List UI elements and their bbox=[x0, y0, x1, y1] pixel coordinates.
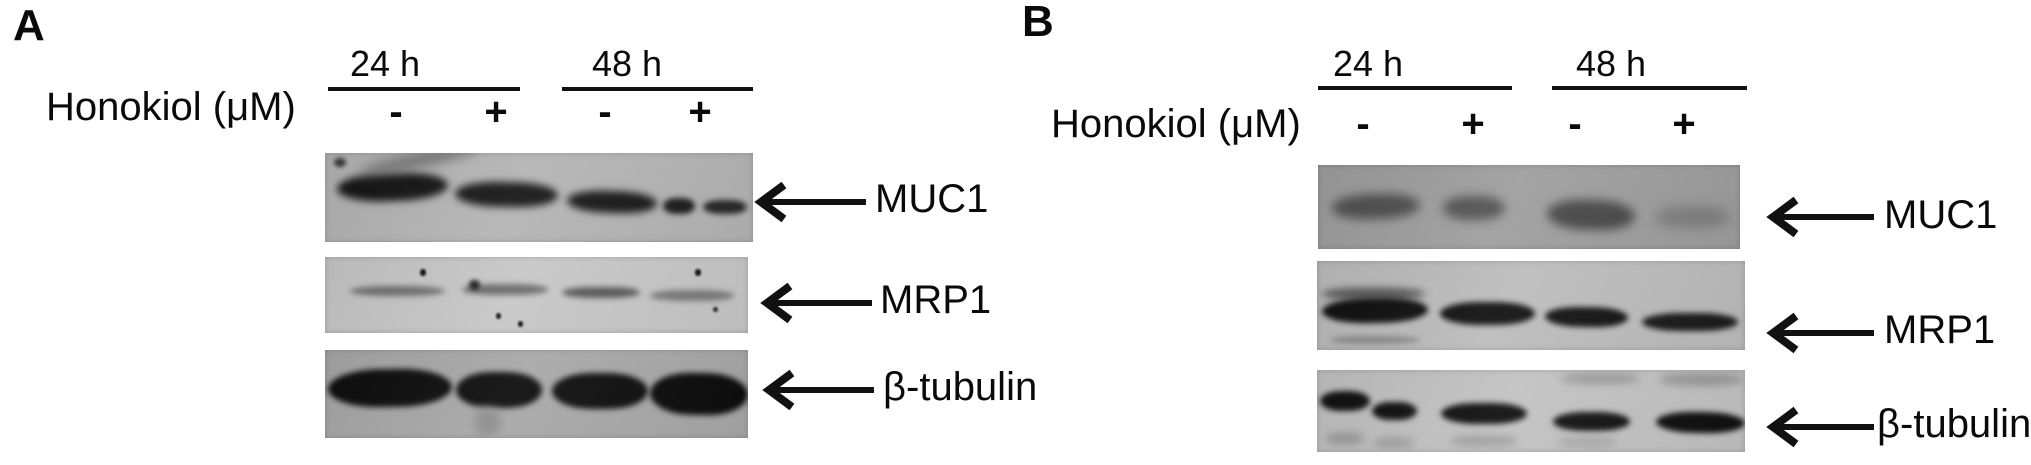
protein-band bbox=[517, 320, 524, 327]
dose-sign-a-lane3: - bbox=[598, 90, 612, 134]
protein-band bbox=[1556, 437, 1617, 448]
protein-band bbox=[454, 181, 559, 209]
blot-b-mrp1 bbox=[1317, 261, 1745, 350]
protein-label-a-tubulin: β-tubulin bbox=[883, 365, 1038, 409]
protein-band bbox=[1329, 335, 1420, 344]
protein-band bbox=[1321, 297, 1429, 325]
blot-b-muc1 bbox=[1318, 165, 1740, 249]
protein-band bbox=[1439, 301, 1535, 326]
protein-band bbox=[695, 269, 701, 276]
timepoint-48h-a: 48 h bbox=[591, 43, 663, 84]
protein-band bbox=[468, 279, 480, 291]
blot-a-muc1 bbox=[325, 153, 753, 242]
protein-band bbox=[1372, 401, 1418, 420]
protein-label-b-tubulin: β-tubulin bbox=[1877, 402, 2031, 446]
protein-band bbox=[1331, 192, 1421, 221]
protein-band bbox=[552, 372, 649, 409]
protein-band bbox=[475, 408, 501, 437]
protein-band bbox=[1655, 411, 1745, 434]
protein-band bbox=[349, 285, 446, 296]
protein-label-b-mrp1: MRP1 bbox=[1884, 308, 1996, 352]
group-underline-24h-b bbox=[1318, 86, 1512, 90]
arrow-a-mrp1 bbox=[760, 282, 872, 324]
arrow-b-muc1 bbox=[1766, 196, 1874, 238]
dose-sign-a-lane1: - bbox=[389, 90, 403, 134]
protein-band bbox=[1441, 402, 1528, 425]
protein-band bbox=[456, 372, 542, 409]
dose-sign-b-lane4: + bbox=[1672, 102, 1696, 146]
protein-label-a-muc1: MUC1 bbox=[875, 177, 989, 221]
protein-band bbox=[649, 372, 748, 416]
protein-band bbox=[1372, 437, 1416, 449]
protein-band bbox=[1449, 434, 1519, 448]
protein-band bbox=[420, 269, 427, 276]
protein-band bbox=[1544, 306, 1629, 329]
protein-band bbox=[1322, 287, 1425, 301]
protein-band bbox=[1641, 312, 1738, 332]
blot-a-tubulin bbox=[325, 350, 748, 438]
arrow-a-muc1 bbox=[754, 181, 866, 223]
arrow-a-tubulin bbox=[762, 369, 874, 411]
dose-sign-a-lane2: + bbox=[484, 90, 508, 134]
protein-band bbox=[566, 189, 658, 216]
timepoint-24h-a: 24 h bbox=[349, 43, 421, 84]
protein-band bbox=[336, 170, 449, 203]
arrow-b-mrp1 bbox=[1766, 312, 1874, 354]
protein-band bbox=[327, 368, 453, 409]
protein-label-a-mrp1: MRP1 bbox=[880, 278, 992, 322]
group-underline-24h-a bbox=[328, 87, 520, 91]
group-underline-48h-b bbox=[1552, 86, 1747, 90]
timepoint-24h-b: 24 h bbox=[1332, 43, 1404, 84]
protein-band bbox=[1659, 373, 1745, 386]
protein-band bbox=[1552, 411, 1630, 431]
blot-b-tubulin bbox=[1317, 370, 1745, 452]
dose-sign-b-lane3: - bbox=[1568, 102, 1582, 146]
protein-band bbox=[649, 289, 735, 302]
protein-band bbox=[1319, 391, 1371, 411]
dose-sign-b-lane1: - bbox=[1356, 102, 1370, 146]
treatment-label-a: Honokiol (μM) bbox=[46, 85, 296, 129]
timepoint-48h-b: 48 h bbox=[1575, 43, 1647, 84]
protein-band bbox=[712, 307, 718, 313]
protein-band bbox=[702, 200, 747, 215]
protein-band bbox=[1442, 196, 1505, 221]
panel-a-label: A bbox=[13, 1, 45, 50]
protein-band bbox=[462, 283, 548, 295]
protein-band bbox=[663, 197, 696, 215]
dose-sign-b-lane2: + bbox=[1461, 102, 1485, 146]
arrow-b-tubulin bbox=[1766, 406, 1874, 448]
protein-band bbox=[561, 286, 640, 299]
dose-sign-a-lane4: + bbox=[688, 90, 712, 134]
protein-band bbox=[1325, 432, 1365, 446]
protein-band bbox=[495, 313, 501, 320]
blot-a-mrp1 bbox=[325, 257, 748, 333]
protein-label-b-muc1: MUC1 bbox=[1884, 193, 1998, 237]
group-underline-48h-a bbox=[562, 87, 753, 91]
treatment-label-b: Honokiol (μM) bbox=[1051, 102, 1301, 146]
protein-band bbox=[333, 158, 347, 168]
protein-band bbox=[1560, 373, 1641, 384]
protein-band bbox=[1655, 206, 1731, 228]
protein-band bbox=[1546, 198, 1636, 233]
panel-b-label: B bbox=[1022, 0, 1054, 46]
